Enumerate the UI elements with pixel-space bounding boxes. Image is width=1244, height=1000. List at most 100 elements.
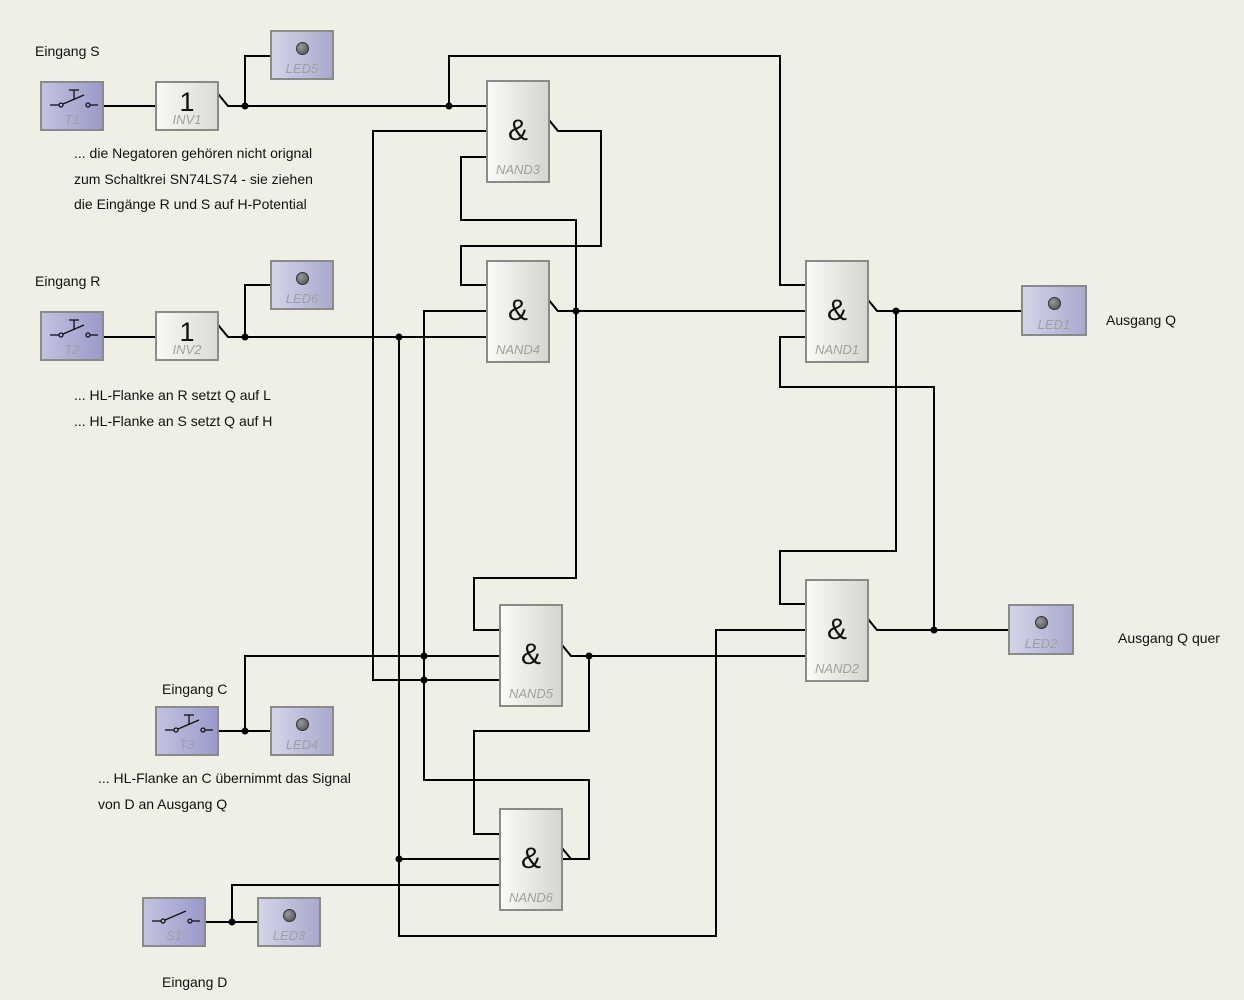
junction-dot xyxy=(241,333,249,341)
nand-gate-nand5[interactable]: & NAND5 xyxy=(499,604,563,707)
nand-gate-nand1[interactable]: & NAND1 xyxy=(805,260,869,363)
led-lamp-icon xyxy=(296,272,309,285)
inverter-symbol: 1 xyxy=(179,87,195,117)
junction-dot xyxy=(241,102,249,110)
label-eingang-s: Eingang S xyxy=(35,43,100,59)
junction-dot xyxy=(585,652,593,660)
wire xyxy=(473,655,590,835)
led-led4[interactable]: LED4 xyxy=(270,706,334,756)
junction-dot xyxy=(241,727,249,735)
component-name: T2 xyxy=(64,342,80,357)
component-name: LED1 xyxy=(1037,317,1071,332)
component-name: NAND4 xyxy=(495,342,541,357)
label-eingang-d: Eingang D xyxy=(162,974,228,990)
component-name: LED4 xyxy=(285,737,319,752)
note-line: ... die Negatoren gehören nicht orignal xyxy=(74,145,313,161)
note-line: ... HL-Flanke an R setzt Q auf L xyxy=(74,387,271,403)
component-name: NAND1 xyxy=(814,342,860,357)
wire xyxy=(779,310,897,605)
led-lamp-icon xyxy=(1035,616,1048,629)
component-name: NAND5 xyxy=(508,686,554,701)
junction-dot xyxy=(228,918,236,926)
component-name: T3 xyxy=(179,737,195,752)
nand-symbol: & xyxy=(520,638,541,671)
label-eingang-c: Eingang C xyxy=(162,681,228,697)
nand-gate-nand4[interactable]: & NAND4 xyxy=(486,260,550,363)
component-name: NAND3 xyxy=(495,162,541,177)
switch-t2[interactable]: T2 xyxy=(40,311,104,361)
nand-gate-nand3[interactable]: & NAND3 xyxy=(486,80,550,183)
wire xyxy=(560,643,807,657)
pushbutton-switch-icon xyxy=(50,89,98,108)
nand-symbol: & xyxy=(507,114,528,147)
led-lamp-icon xyxy=(1048,297,1061,310)
note-line: von D an Ausgang Q xyxy=(98,795,228,812)
wire xyxy=(866,298,1023,312)
component-name: NAND6 xyxy=(508,890,554,905)
led-led2[interactable]: LED2 xyxy=(1008,604,1074,655)
note-negators: ... die Negatoren gehören nicht orignal … xyxy=(74,141,313,218)
pushbutton-switch-icon xyxy=(50,319,98,338)
component-name: INV1 xyxy=(172,112,202,127)
led-lamp-icon xyxy=(296,718,309,731)
wire xyxy=(460,156,577,631)
led-led3[interactable]: LED3 xyxy=(257,897,321,947)
switch-s1[interactable]: S1 xyxy=(142,897,206,947)
junction-dot xyxy=(420,676,428,684)
led-lamp-icon xyxy=(283,909,296,922)
wire xyxy=(372,130,501,681)
label-eingang-r: Eingang R xyxy=(35,273,101,289)
nand-gate-nand2[interactable]: & NAND2 xyxy=(805,579,869,682)
led-led1[interactable]: LED1 xyxy=(1021,285,1087,336)
led-led6[interactable]: LED6 xyxy=(270,260,334,310)
wire xyxy=(217,93,488,107)
note-line: ... HL-Flanke an C übernimmt das Signal xyxy=(98,770,351,786)
pushbutton-switch-icon xyxy=(165,714,213,733)
wire xyxy=(231,884,501,923)
junction-dot xyxy=(420,652,428,660)
label-ausgang-q: Ausgang Q xyxy=(1106,312,1177,328)
junction-dot xyxy=(930,626,938,634)
component-name: NAND2 xyxy=(814,661,860,676)
label-ausgang-q-quer: Ausgang Q quer xyxy=(1118,630,1220,646)
nand-gate-nand6[interactable]: & NAND6 xyxy=(499,808,563,911)
inverter-inv2[interactable]: 1 INV2 xyxy=(155,311,219,361)
wire xyxy=(560,846,573,861)
wire xyxy=(398,336,807,937)
component-name: LED3 xyxy=(272,928,306,943)
nand-symbol: & xyxy=(520,842,541,875)
wire xyxy=(448,55,807,286)
wire xyxy=(244,55,272,107)
nand-symbol: & xyxy=(507,294,528,327)
component-name: LED2 xyxy=(1024,636,1058,651)
inverter-symbol: 1 xyxy=(179,317,195,347)
junction-dot xyxy=(572,307,580,315)
junction-dot xyxy=(395,333,403,341)
wire xyxy=(460,118,602,286)
note-line: die Eingänge R und S auf H-Potential xyxy=(74,196,307,212)
note-line: zum Schaltkrei SN74LS74 - sie ziehen xyxy=(74,170,313,187)
wire xyxy=(779,336,935,631)
switch-t1[interactable]: T1 xyxy=(40,81,104,131)
wire xyxy=(217,324,488,338)
junction-dot xyxy=(395,855,403,863)
junction-dot xyxy=(892,307,900,315)
wire xyxy=(244,284,272,338)
component-name: S1 xyxy=(166,928,182,943)
wire xyxy=(547,298,807,312)
wire xyxy=(244,655,501,732)
note-flanks-rs: ... HL-Flanke an R setzt Q auf L ... HL-… xyxy=(74,383,272,434)
note-flank-c: ... HL-Flanke an C übernimmt das Signal … xyxy=(98,766,351,817)
nand-symbol: & xyxy=(826,294,847,327)
junction-dot xyxy=(445,102,453,110)
wire xyxy=(423,310,590,860)
nand-symbol: & xyxy=(826,613,847,646)
component-name: T1 xyxy=(64,112,80,127)
note-line: ... HL-Flanke an S setzt Q auf H xyxy=(74,412,273,429)
inverter-inv1[interactable]: 1 INV1 xyxy=(155,81,219,131)
switch-t3[interactable]: T3 xyxy=(155,706,219,756)
component-name: LED6 xyxy=(285,291,319,306)
led-led5[interactable]: LED5 xyxy=(270,30,334,80)
component-name: INV2 xyxy=(172,342,202,357)
